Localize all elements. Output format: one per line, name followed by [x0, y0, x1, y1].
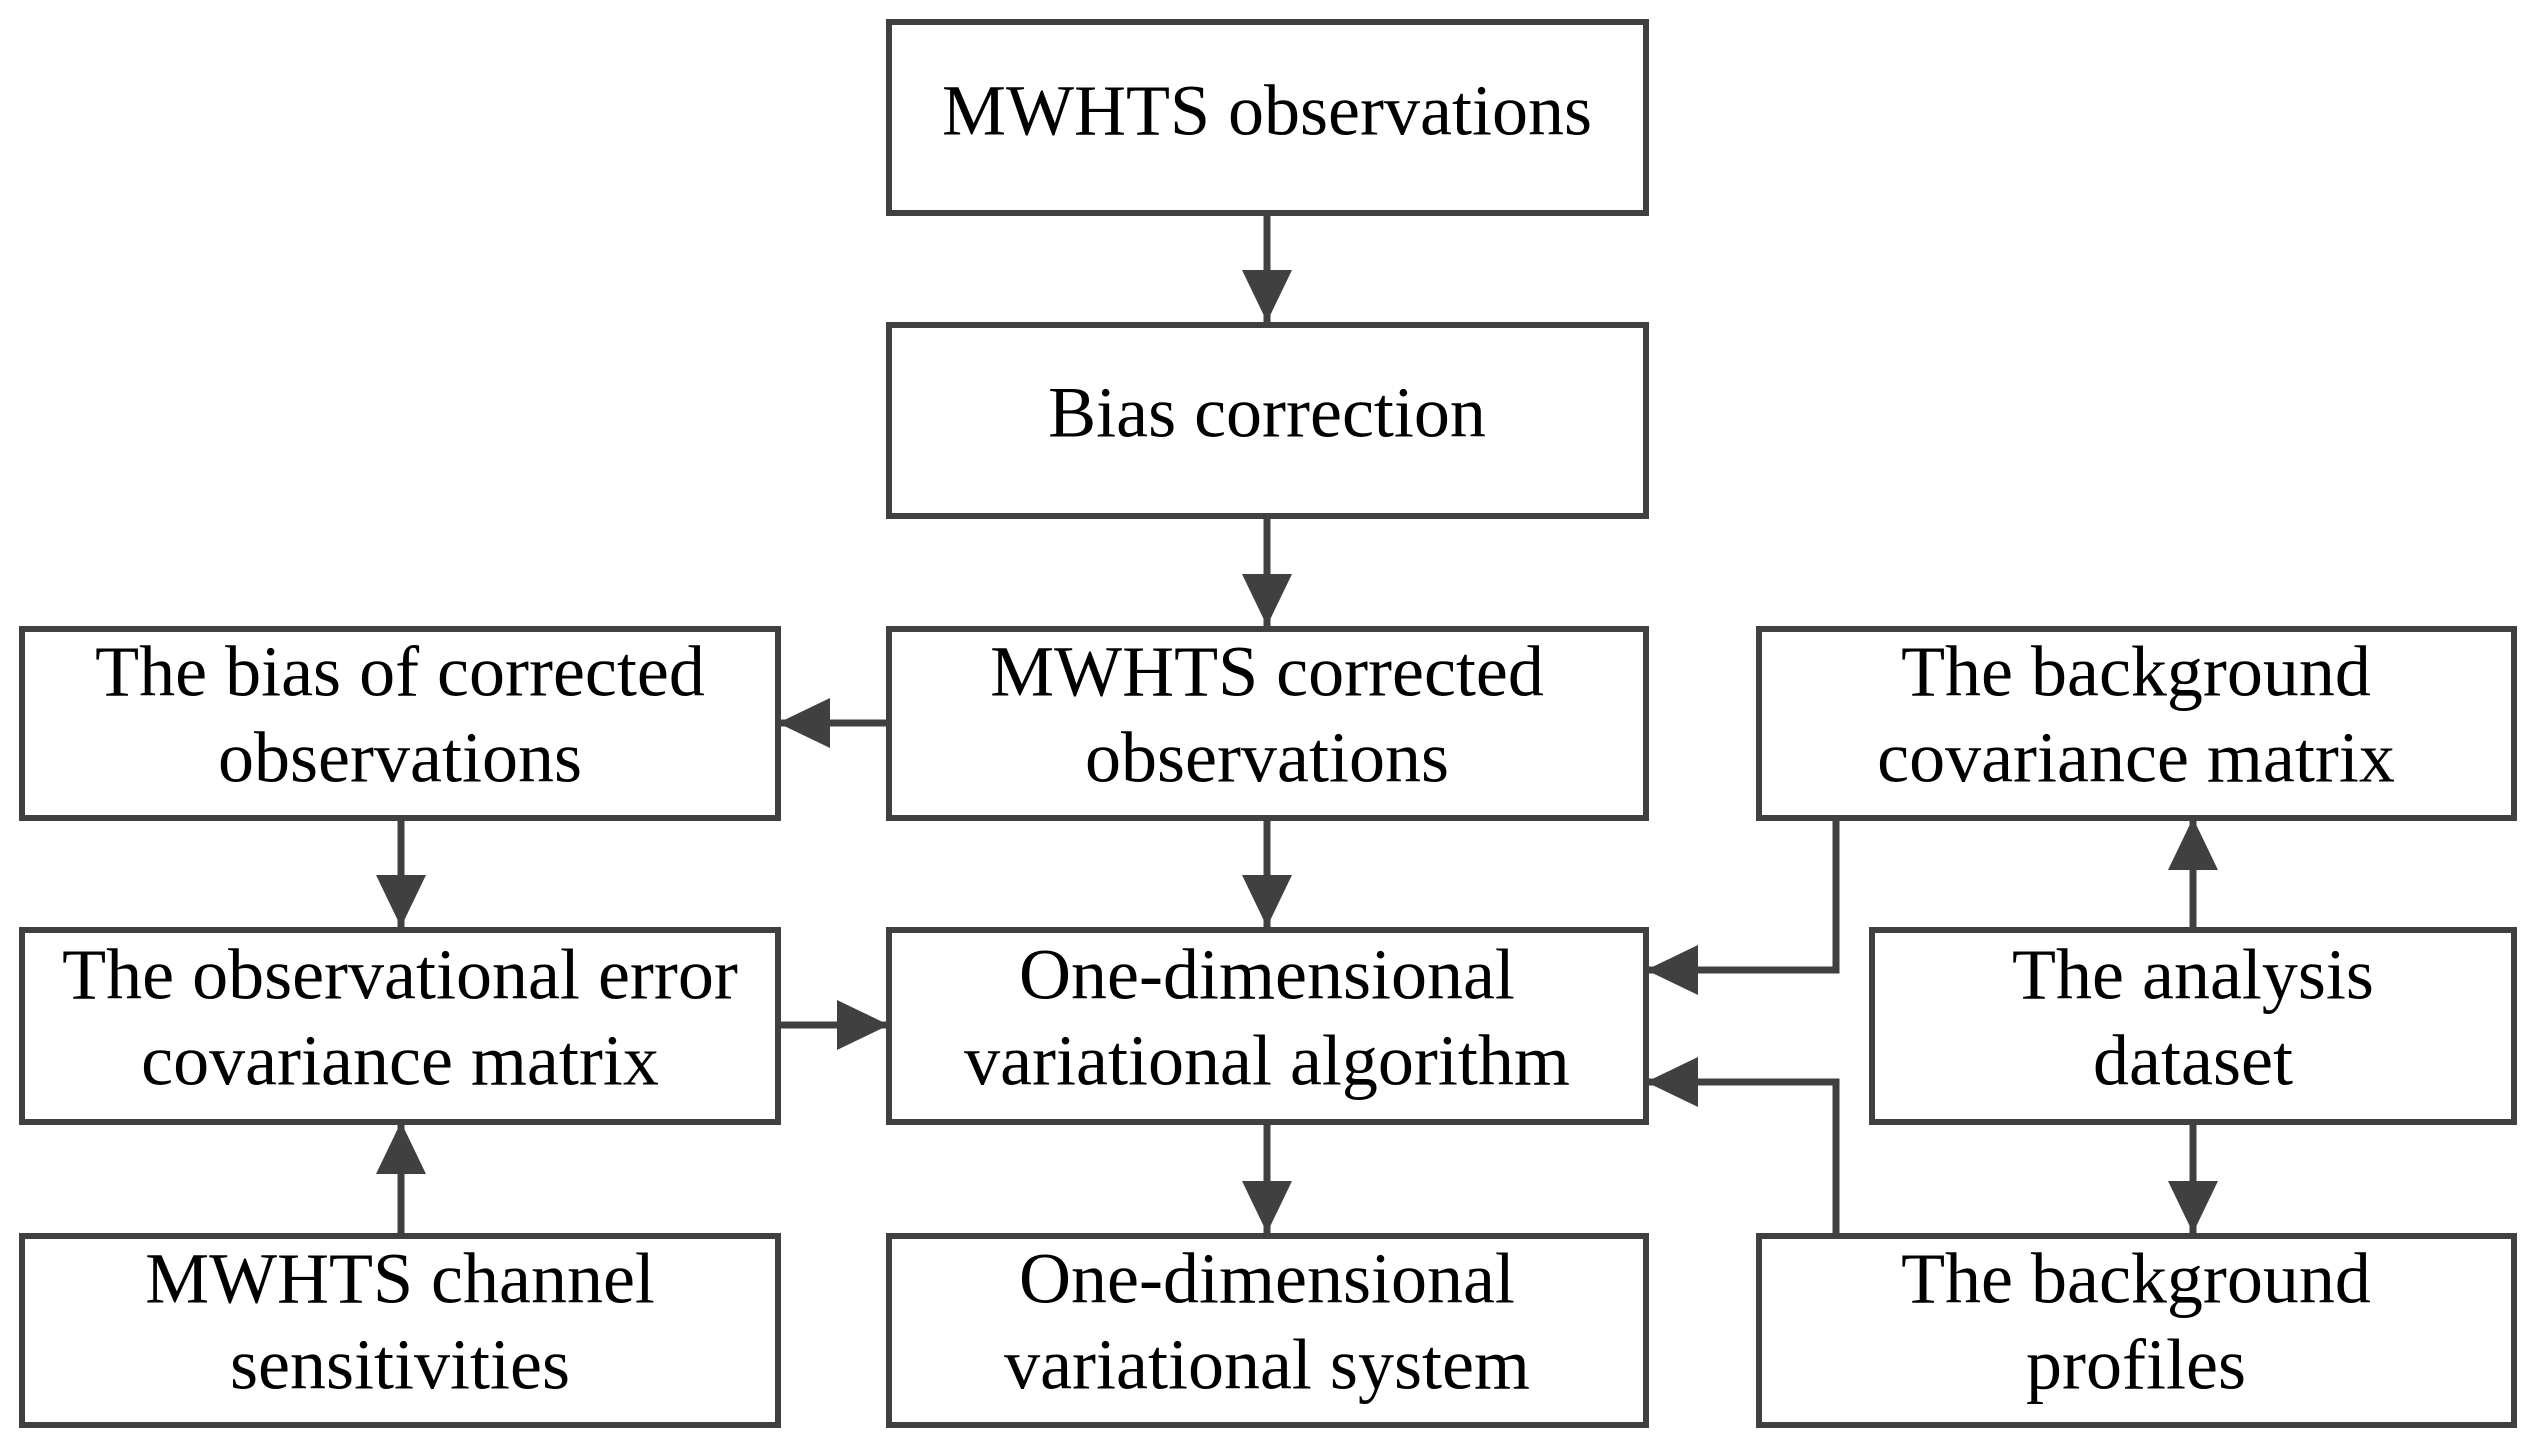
node-label-line: sensitivities [230, 1325, 570, 1405]
node-bias-correction: Bias correction [886, 322, 1649, 519]
arrow-background-profiles-to-1dvar-algorithm [1646, 1057, 1840, 1233]
node-one-dimensional-variational-system: One-dimensional variational system [886, 1233, 1649, 1428]
edges-layer [376, 213, 2218, 1233]
node-label-line: dataset [2093, 1021, 2293, 1101]
node-mwhts-observations: MWHTS observations [886, 19, 1649, 216]
node-label-line: MWHTS observations [942, 71, 1592, 151]
node-background-profiles: The background profiles [1756, 1233, 2517, 1428]
node-label-line: MWHTS channel [145, 1239, 655, 1319]
node-label-line: observations [218, 718, 582, 798]
node-analysis-dataset: The analysis dataset [1869, 927, 2517, 1125]
node-label-line: covariance matrix [141, 1021, 659, 1101]
node-bias-of-corrected-observations: The bias of corrected observations [19, 626, 781, 821]
node-label-line: The bias of corrected [95, 632, 705, 712]
node-label-line: covariance matrix [1877, 718, 2395, 798]
node-label-line: One-dimensional [1019, 1239, 1515, 1319]
node-label-line: The background [1901, 632, 2371, 712]
node-observational-error-covariance-matrix: The observational error covariance matri… [19, 927, 781, 1125]
node-label-line: profiles [2026, 1325, 2246, 1405]
node-label-line: The background [1901, 1239, 2371, 1319]
node-label-line: MWHTS corrected [990, 632, 1544, 712]
node-background-covariance-matrix: The background covariance matrix [1756, 626, 2517, 821]
node-one-dimensional-variational-algorithm: One-dimensional variational algorithm [886, 927, 1649, 1125]
arrow-background-covariance-to-1dvar-algorithm [1646, 818, 1840, 995]
node-label-line: variational algorithm [964, 1021, 1570, 1101]
node-label-line: observations [1085, 718, 1449, 798]
node-label-line: The analysis [2012, 935, 2374, 1015]
node-mwhts-channel-sensitivities: MWHTS channel sensitivities [19, 1233, 781, 1428]
nodes-layer: MWHTS observations Bias correction MWHTS… [19, 19, 2517, 1428]
node-label-line: The observational error [62, 935, 738, 1015]
node-label-line: Bias correction [1048, 373, 1486, 453]
node-mwhts-corrected-observations: MWHTS corrected observations [886, 626, 1649, 821]
node-label-line: One-dimensional [1019, 935, 1515, 1015]
node-label-line: variational system [1004, 1325, 1530, 1405]
